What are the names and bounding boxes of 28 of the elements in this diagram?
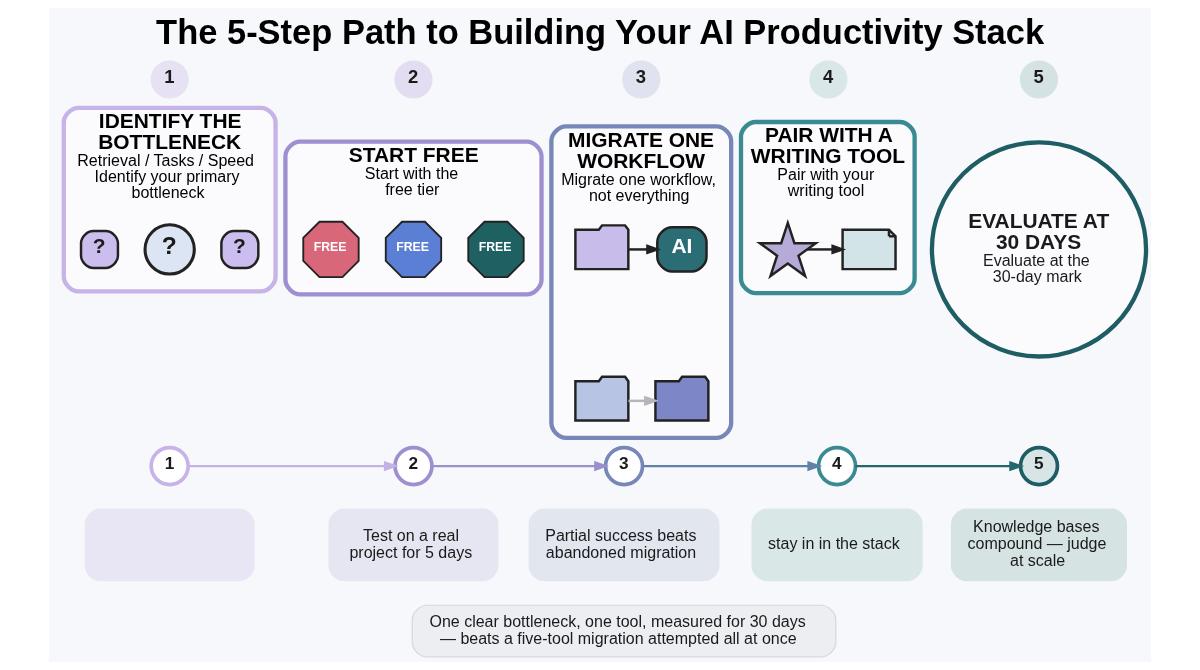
arrow: [188, 460, 399, 472]
node-circle: 1: [150, 60, 189, 99]
node-circle: 3: [622, 60, 661, 99]
node-circle: 4: [816, 445, 858, 487]
node-circle: EVALUATE AT 30 DAYS Evaluate at the 30-day mark: [929, 140, 1149, 359]
arrow: [628, 244, 661, 255]
node-box: One clear bottleneck, one tool, measured for 30 days — beats a five-tool migration attempted all at once: [411, 604, 837, 658]
node-circle: ?: [143, 223, 196, 276]
node-circle: 5: [1018, 445, 1060, 487]
node-box: AI: [656, 226, 708, 273]
node-folder: [574, 224, 630, 271]
node-folder: [574, 375, 630, 422]
node-circle: 5: [1019, 60, 1059, 99]
node-circle: 2: [394, 60, 433, 99]
arrow: [432, 460, 609, 472]
arrow: [642, 460, 823, 472]
node-picture: [756, 219, 820, 280]
diagram-title: The 5-Step Path to Building Your AI Productivity Stack: [156, 13, 1045, 52]
node-box: stay in in the stack: [751, 508, 923, 582]
node-circle: 1: [149, 445, 190, 487]
node-circle: 2: [393, 445, 434, 487]
node-box: Knowledge bases compound — judge at scale: [950, 508, 1128, 582]
node-folder: [654, 375, 710, 422]
arrow: [807, 244, 847, 255]
arrow: [855, 460, 1025, 472]
node-circle: 4: [809, 60, 848, 99]
cluster: PAIR WITH A WRITING TOOL Pair with your writing tool: [738, 119, 917, 296]
node-circle: 3: [603, 445, 645, 487]
